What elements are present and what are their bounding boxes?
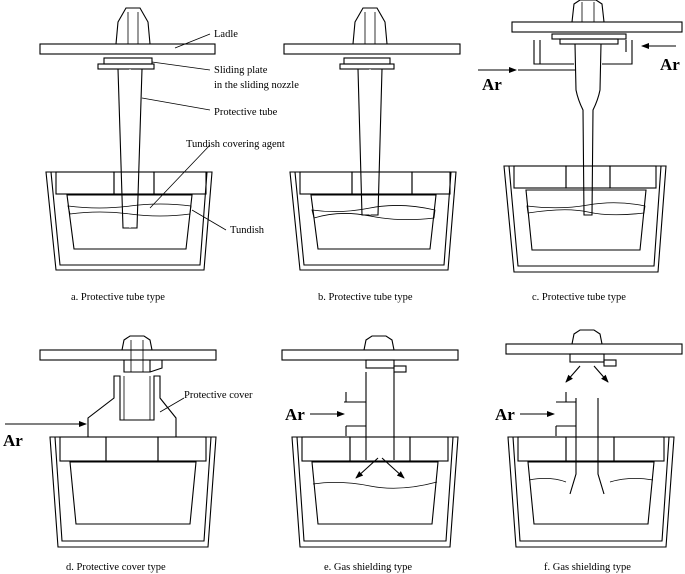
protective-tube-c bbox=[574, 43, 602, 216]
tundish bbox=[45, 171, 213, 271]
tundish-f bbox=[507, 436, 675, 548]
protective-tube-label: Protective tube bbox=[214, 107, 278, 118]
protective-cover-label: Protective cover bbox=[184, 390, 253, 401]
ladle-label: Ladle bbox=[214, 29, 238, 40]
panel-e: Ar e. Gas shielding type bbox=[281, 335, 459, 573]
caption-a: a. Protective tube type bbox=[71, 292, 165, 303]
ar-label-d: Ar bbox=[3, 431, 23, 450]
ar-label-f: Ar bbox=[495, 405, 515, 424]
panel-c: Ar Ar c. Protective tube type bbox=[478, 0, 683, 303]
covering-agent-label: Tundish covering agent bbox=[186, 139, 285, 150]
tundish-label: Tundish bbox=[230, 225, 265, 236]
caption-f: f. Gas shielding type bbox=[544, 562, 631, 573]
panel-b: b. Protective tube type bbox=[283, 7, 461, 303]
caption-e: e. Gas shielding type bbox=[324, 562, 412, 573]
tundish-c bbox=[503, 165, 667, 273]
protective-cover bbox=[87, 375, 177, 437]
panel-d: Ar Protective cover d. Protective cover … bbox=[3, 335, 253, 573]
caption-d: d. Protective cover type bbox=[66, 562, 166, 573]
tundish-e bbox=[291, 436, 459, 548]
tundish-b bbox=[289, 171, 457, 271]
covering-agent-layer bbox=[67, 203, 192, 217]
sliding-plate-label: Sliding plate bbox=[214, 65, 268, 76]
tundish-d bbox=[49, 436, 217, 548]
panel-a: Ladle Sliding plate in the sliding nozzl… bbox=[39, 7, 299, 303]
protective-tube-b bbox=[357, 68, 383, 216]
sliding-plate bbox=[103, 57, 153, 65]
ladle-nozzle bbox=[115, 7, 151, 45]
caption-c: c. Protective tube type bbox=[532, 292, 626, 303]
caption-b: b. Protective tube type bbox=[318, 292, 413, 303]
ar-label-c-right: Ar bbox=[660, 55, 680, 74]
protective-tube bbox=[117, 68, 143, 229]
ladle-plate bbox=[39, 43, 216, 55]
panel-f: Ar f. Gas shielding type bbox=[495, 329, 683, 573]
sliding-plate-label-2: in the sliding nozzle bbox=[214, 80, 299, 91]
ar-label-e: Ar bbox=[285, 405, 305, 424]
ar-label-c-left: Ar bbox=[482, 75, 502, 94]
